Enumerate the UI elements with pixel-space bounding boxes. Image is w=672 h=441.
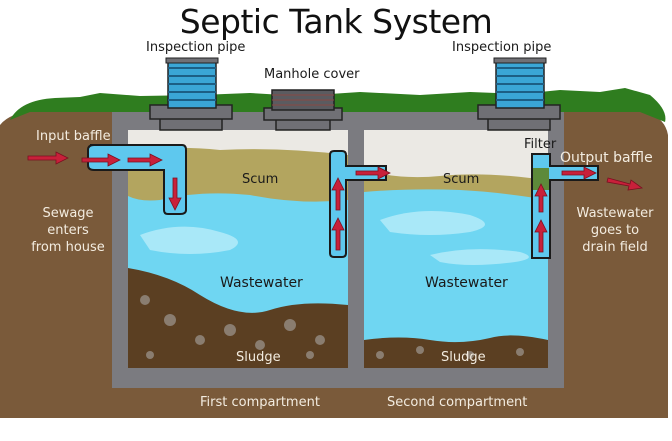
arrow-icon	[331, 217, 345, 251]
label-output-baffle: Output baffle	[560, 150, 653, 166]
label-wastewater-out: Wastewater goes to drain field	[570, 205, 660, 256]
arrow-icon	[331, 177, 345, 211]
label-sludge-first: Sludge	[236, 350, 281, 365]
arrow-icon	[534, 183, 548, 213]
label-line: enters	[47, 223, 89, 238]
label-line: from house	[31, 240, 105, 255]
label-input-baffle: Input baffle	[36, 129, 111, 144]
label-inspection-pipe-left: Inspection pipe	[146, 40, 246, 55]
water-ripple	[140, 226, 238, 254]
arrow-icon	[168, 177, 182, 211]
label-second-compartment: Second compartment	[387, 395, 528, 410]
arrow-icon	[606, 177, 644, 191]
filter-element	[533, 168, 549, 190]
flow-arrows	[27, 151, 644, 253]
diagram-title: Septic Tank System	[179, 2, 493, 41]
label-wastewater-second: Wastewater	[425, 275, 508, 291]
label-inspection-pipe-right: Inspection pipe	[452, 40, 552, 55]
water-ripple	[430, 249, 529, 265]
label-sewage-enters: Sewage enters from house	[28, 205, 108, 256]
label-line: Sewage	[42, 206, 94, 221]
inspection-pipe-right-art	[477, 57, 561, 131]
label-wastewater-first: Wastewater	[220, 275, 303, 291]
label-sludge-second: Sludge	[441, 350, 486, 365]
arrow-icon	[534, 219, 548, 253]
label-first-compartment: First compartment	[200, 395, 320, 410]
inspection-pipe-left-art	[149, 57, 233, 131]
label-line: drain field	[582, 240, 648, 255]
label-manhole-cover: Manhole cover	[264, 67, 360, 82]
arrow-icon	[27, 151, 69, 165]
scum-second	[364, 170, 548, 200]
sludge-second	[364, 335, 548, 368]
label-filter: Filter	[524, 137, 557, 152]
compartment-divider	[348, 130, 364, 368]
manhole-cover-art	[263, 89, 343, 131]
label-scum-second: Scum	[443, 172, 480, 187]
water-ripple	[380, 211, 485, 235]
arrow-icon	[81, 153, 121, 167]
transfer-baffle-pipe	[329, 150, 387, 258]
label-line: goes to	[590, 223, 640, 238]
label-scum-first: Scum	[242, 172, 279, 187]
arrow-icon	[127, 153, 163, 167]
arrow-icon	[561, 166, 597, 180]
sludge-particles	[140, 295, 524, 359]
arrow-icon	[355, 166, 391, 180]
label-line: Wastewater	[576, 206, 654, 221]
sludge-first	[128, 268, 348, 368]
